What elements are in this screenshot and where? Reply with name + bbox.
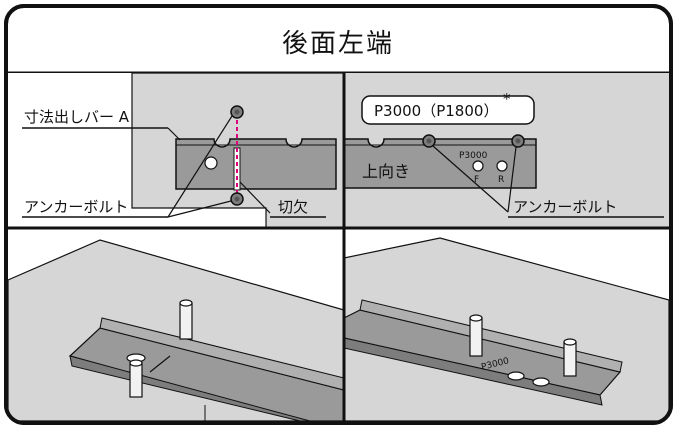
- plate-stamp: P3000: [459, 151, 488, 161]
- label-up: 上向き: [362, 162, 410, 181]
- model-asterisk: *: [503, 90, 511, 108]
- anchor-bolt-icon: [469, 314, 483, 357]
- plate-hole: [507, 371, 525, 381]
- channel-plate: [344, 138, 537, 189]
- panel-top-left: 寸法出しバー A アンカーボルト 切欠: [8, 73, 344, 228]
- panel-bottom-left: [8, 228, 344, 421]
- anchor-bolt-icon: [511, 134, 525, 148]
- plate-hole: [204, 156, 218, 170]
- plate-hole-f: [472, 160, 484, 172]
- anchor-bolt-icon: [230, 192, 244, 206]
- model-callout: P3000（P1800）: [374, 102, 498, 120]
- plate-hole: [532, 377, 550, 387]
- label-anchor-bolt-right: アンカーボルト: [513, 198, 617, 216]
- label-dimension-bar: 寸法出しバー A: [24, 108, 130, 126]
- anchor-bolt-icon: [563, 338, 577, 377]
- anchor-bolt-icon: [230, 105, 244, 119]
- hole-label-r: R: [498, 175, 504, 185]
- hole-label-f: F: [474, 175, 479, 185]
- channel-plate: [175, 138, 337, 190]
- panel-top-right: P3000 F R 上向き P3000（P1800） * アンカーボルト: [344, 73, 669, 228]
- anchor-bolt-icon: [179, 299, 193, 340]
- anchor-bolt-icon: [129, 359, 143, 398]
- panel-bottom-right: P3000: [344, 228, 669, 421]
- model-callout-box: [361, 95, 535, 125]
- label-anchor-bolt: アンカーボルト: [24, 198, 128, 216]
- label-notch: 切欠: [278, 198, 308, 216]
- page-title: 後面左端: [282, 29, 394, 59]
- anchor-bolt-icon: [422, 134, 436, 148]
- plate-hole-r: [496, 160, 508, 172]
